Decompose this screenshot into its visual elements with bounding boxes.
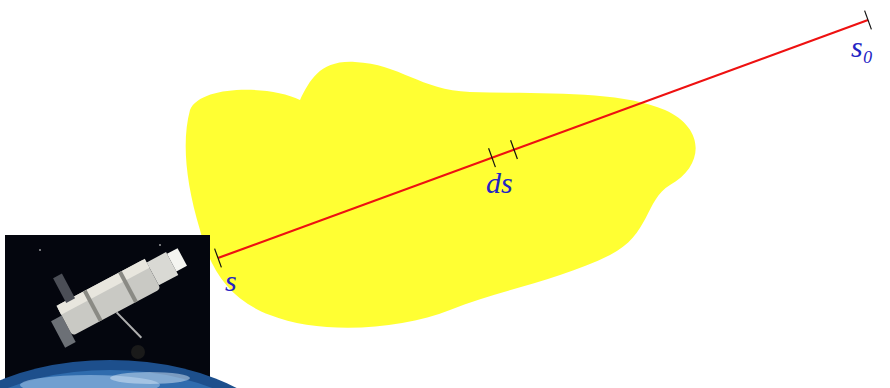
tick-marks	[215, 11, 872, 268]
start-point-label: s	[225, 266, 237, 296]
end-point-label: s₀	[851, 32, 873, 62]
line-of-sight	[218, 20, 868, 258]
emitting-cloud	[186, 62, 696, 328]
element-label: ds	[486, 168, 513, 198]
